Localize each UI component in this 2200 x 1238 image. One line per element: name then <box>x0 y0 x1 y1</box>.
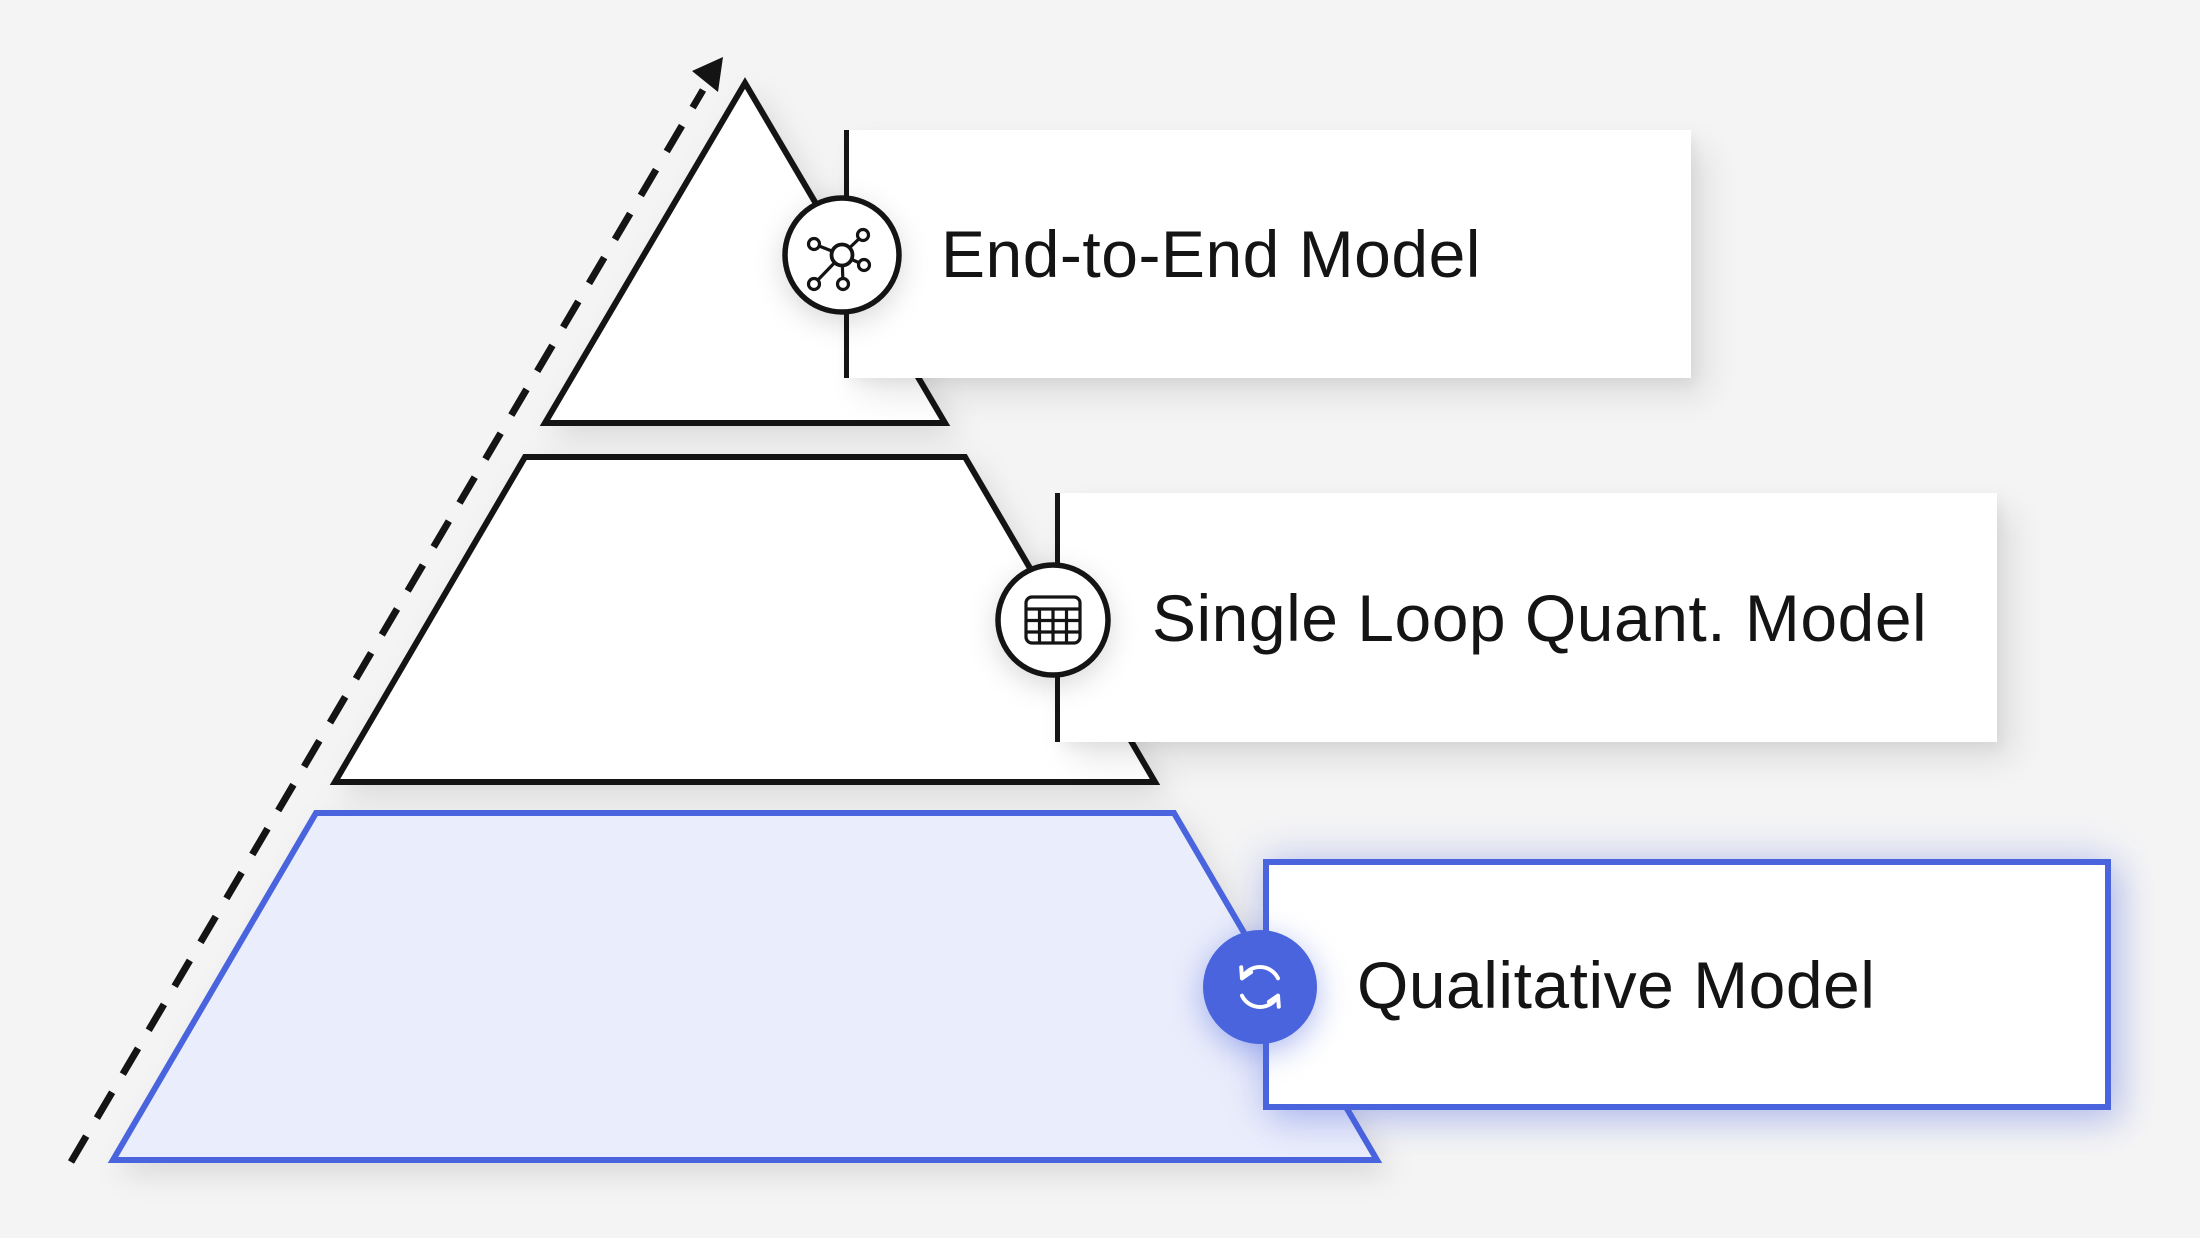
dashed-arrow-line <box>67 88 707 1164</box>
pyramid-tier-middle <box>329 454 1161 785</box>
card-label-end-to-end-model: End-to-End Model <box>941 217 1481 291</box>
card-label-qualitative-model: Qualitative Model <box>1357 947 1876 1022</box>
ascending-dashed-arrow <box>67 57 723 1164</box>
pyramid-tier-bottom-highlighted <box>107 810 1383 1163</box>
card-label-single-loop-quant-model: Single Loop Quant. Model <box>1152 580 1928 655</box>
arrowhead-icon <box>692 57 723 92</box>
card-qualitative-model: Qualitative Model <box>1263 859 2111 1110</box>
card-single-loop-quant-model: Single Loop Quant. Model <box>1055 493 1997 742</box>
card-end-to-end-model: End-to-End Model <box>844 130 1691 378</box>
